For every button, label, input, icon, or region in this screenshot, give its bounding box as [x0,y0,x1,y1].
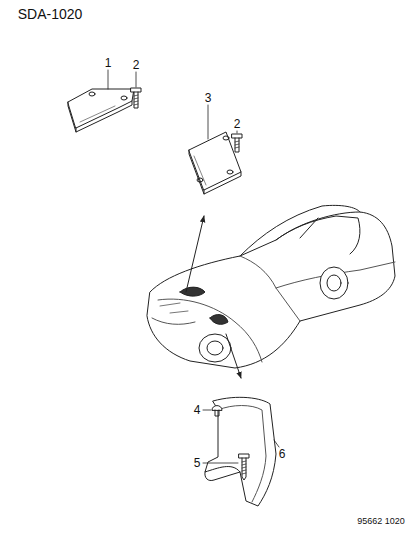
callout-number: 5 [194,457,201,469]
callout-number: 2 [133,59,140,71]
screw [239,454,249,480]
callout-number: 4 [194,404,201,416]
callout-number: 1 [105,57,112,69]
cover-plate [68,89,134,132]
bolt [131,88,141,108]
callout-number: 3 [205,92,212,104]
figure-number: 95662 1020 [357,517,405,526]
splash-shield [205,397,276,506]
pointer-arrow [226,334,241,378]
bolt [232,134,242,152]
callout-number: 6 [279,448,286,460]
pointer-arrow [186,216,204,292]
sheet-code: SDA-1020 [18,7,83,21]
car-body [147,205,395,368]
callout-number: 2 [234,118,241,130]
cover-plate [189,132,241,194]
leader-line [108,70,279,463]
clip [212,406,222,417]
